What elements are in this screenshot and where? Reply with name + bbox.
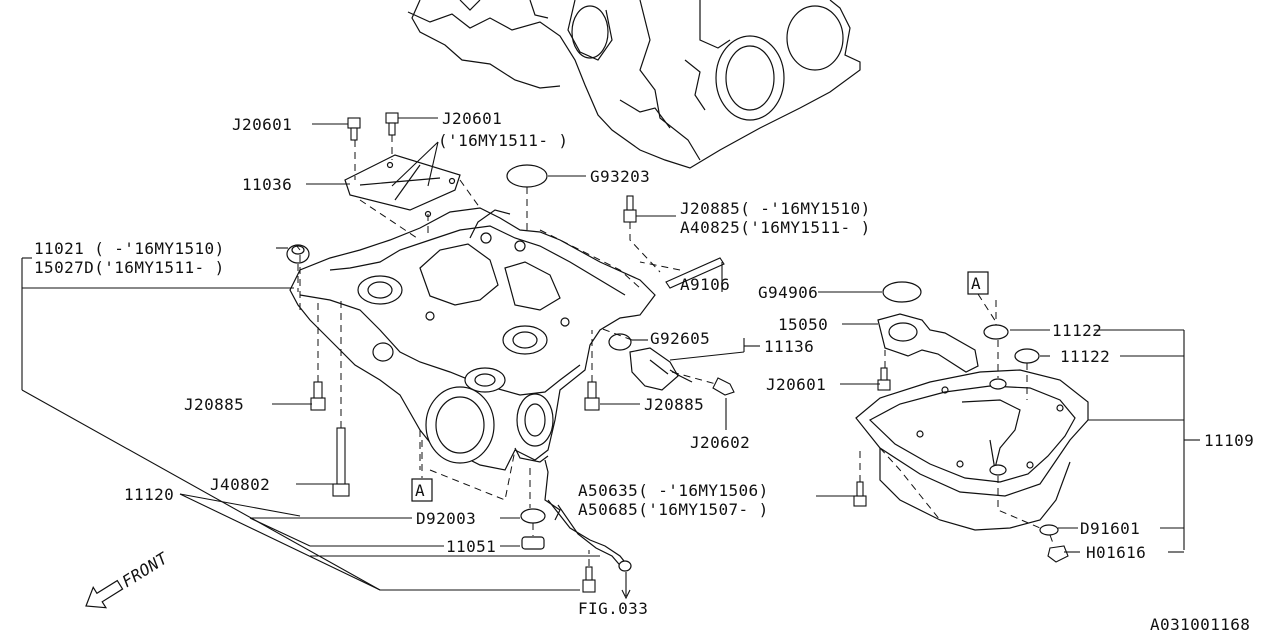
gasket-d91601 [1039,524,1059,536]
label-11021: 11021 ( -'16MY1510) [34,239,225,258]
label-h01616: H01616 [1086,543,1146,562]
label-j20601-b: J20601 [442,109,502,128]
label-11120: 11120 [124,485,174,504]
label-j20602: J20602 [690,433,750,452]
label-j20601-c: J20601 [766,375,826,394]
label-g92605: G92605 [650,329,710,348]
part-labels: J20601 J20601 ('16MY1511- ) 11036 G93203… [34,109,1254,634]
label-11051: 11051 [446,537,496,556]
svg-text:A: A [971,274,981,293]
oil-cooler-11136-drawing [629,347,693,391]
label-11136: 11136 [764,337,814,356]
label-fig033: FIG.033 [578,599,648,618]
engine-block-drawing [407,0,861,169]
diagram-id: A031001168 [1150,615,1250,634]
label-11036: 11036 [242,175,292,194]
baffle-plate-11036-drawing [344,154,461,218]
label-a40825: A40825('16MY1511- ) [680,218,871,237]
label-15050: 15050 [778,315,828,334]
label-a50685: A50685('16MY1507- ) [578,500,769,519]
front-direction-arrow: FRONT [85,548,172,609]
label-11122-b: 11122 [1060,347,1110,366]
oring-11122-a [983,324,1009,340]
reference-box-a-right: A [967,271,989,295]
gasket-g93203 [506,164,548,188]
label-d92003: D92003 [416,509,476,528]
svg-text:A: A [415,481,425,500]
oring-11122-b [1014,348,1040,364]
label-15027d: 15027D('16MY1511- ) [34,258,225,277]
label-11122-a: 11122 [1052,321,1102,340]
front-label: FRONT [119,548,172,591]
label-g93203: G93203 [590,167,650,186]
label-g94906: G94906 [758,283,818,302]
gasket-g92605 [608,333,632,351]
assembly-dashed-lines [295,135,1055,566]
leader-lines [21,117,1200,600]
label-11109: 11109 [1204,431,1254,450]
upper-oil-pan-drawing [289,207,656,572]
label-j20601-b-note: ('16MY1511- ) [438,131,568,150]
label-j20885-left: J20885 [184,395,244,414]
oil-strainer-15050-drawing [877,313,979,373]
gasket-g94906 [882,281,922,303]
label-a9106: A9106 [680,275,730,294]
label-a50635: A50635( -'16MY1506) [578,481,769,500]
label-j20885-top: J20885( -'16MY1510) [680,199,871,218]
label-j20601-a: J20601 [232,115,292,134]
label-j40802: J40802 [210,475,270,494]
gasket-d92003 [520,508,546,524]
fasteners [286,112,1069,593]
label-d91601: D91601 [1080,519,1140,538]
reference-box-a-left: A [411,478,433,502]
label-j20885-mid: J20885 [644,395,704,414]
lower-oil-pan-11109-drawing [855,369,1089,531]
